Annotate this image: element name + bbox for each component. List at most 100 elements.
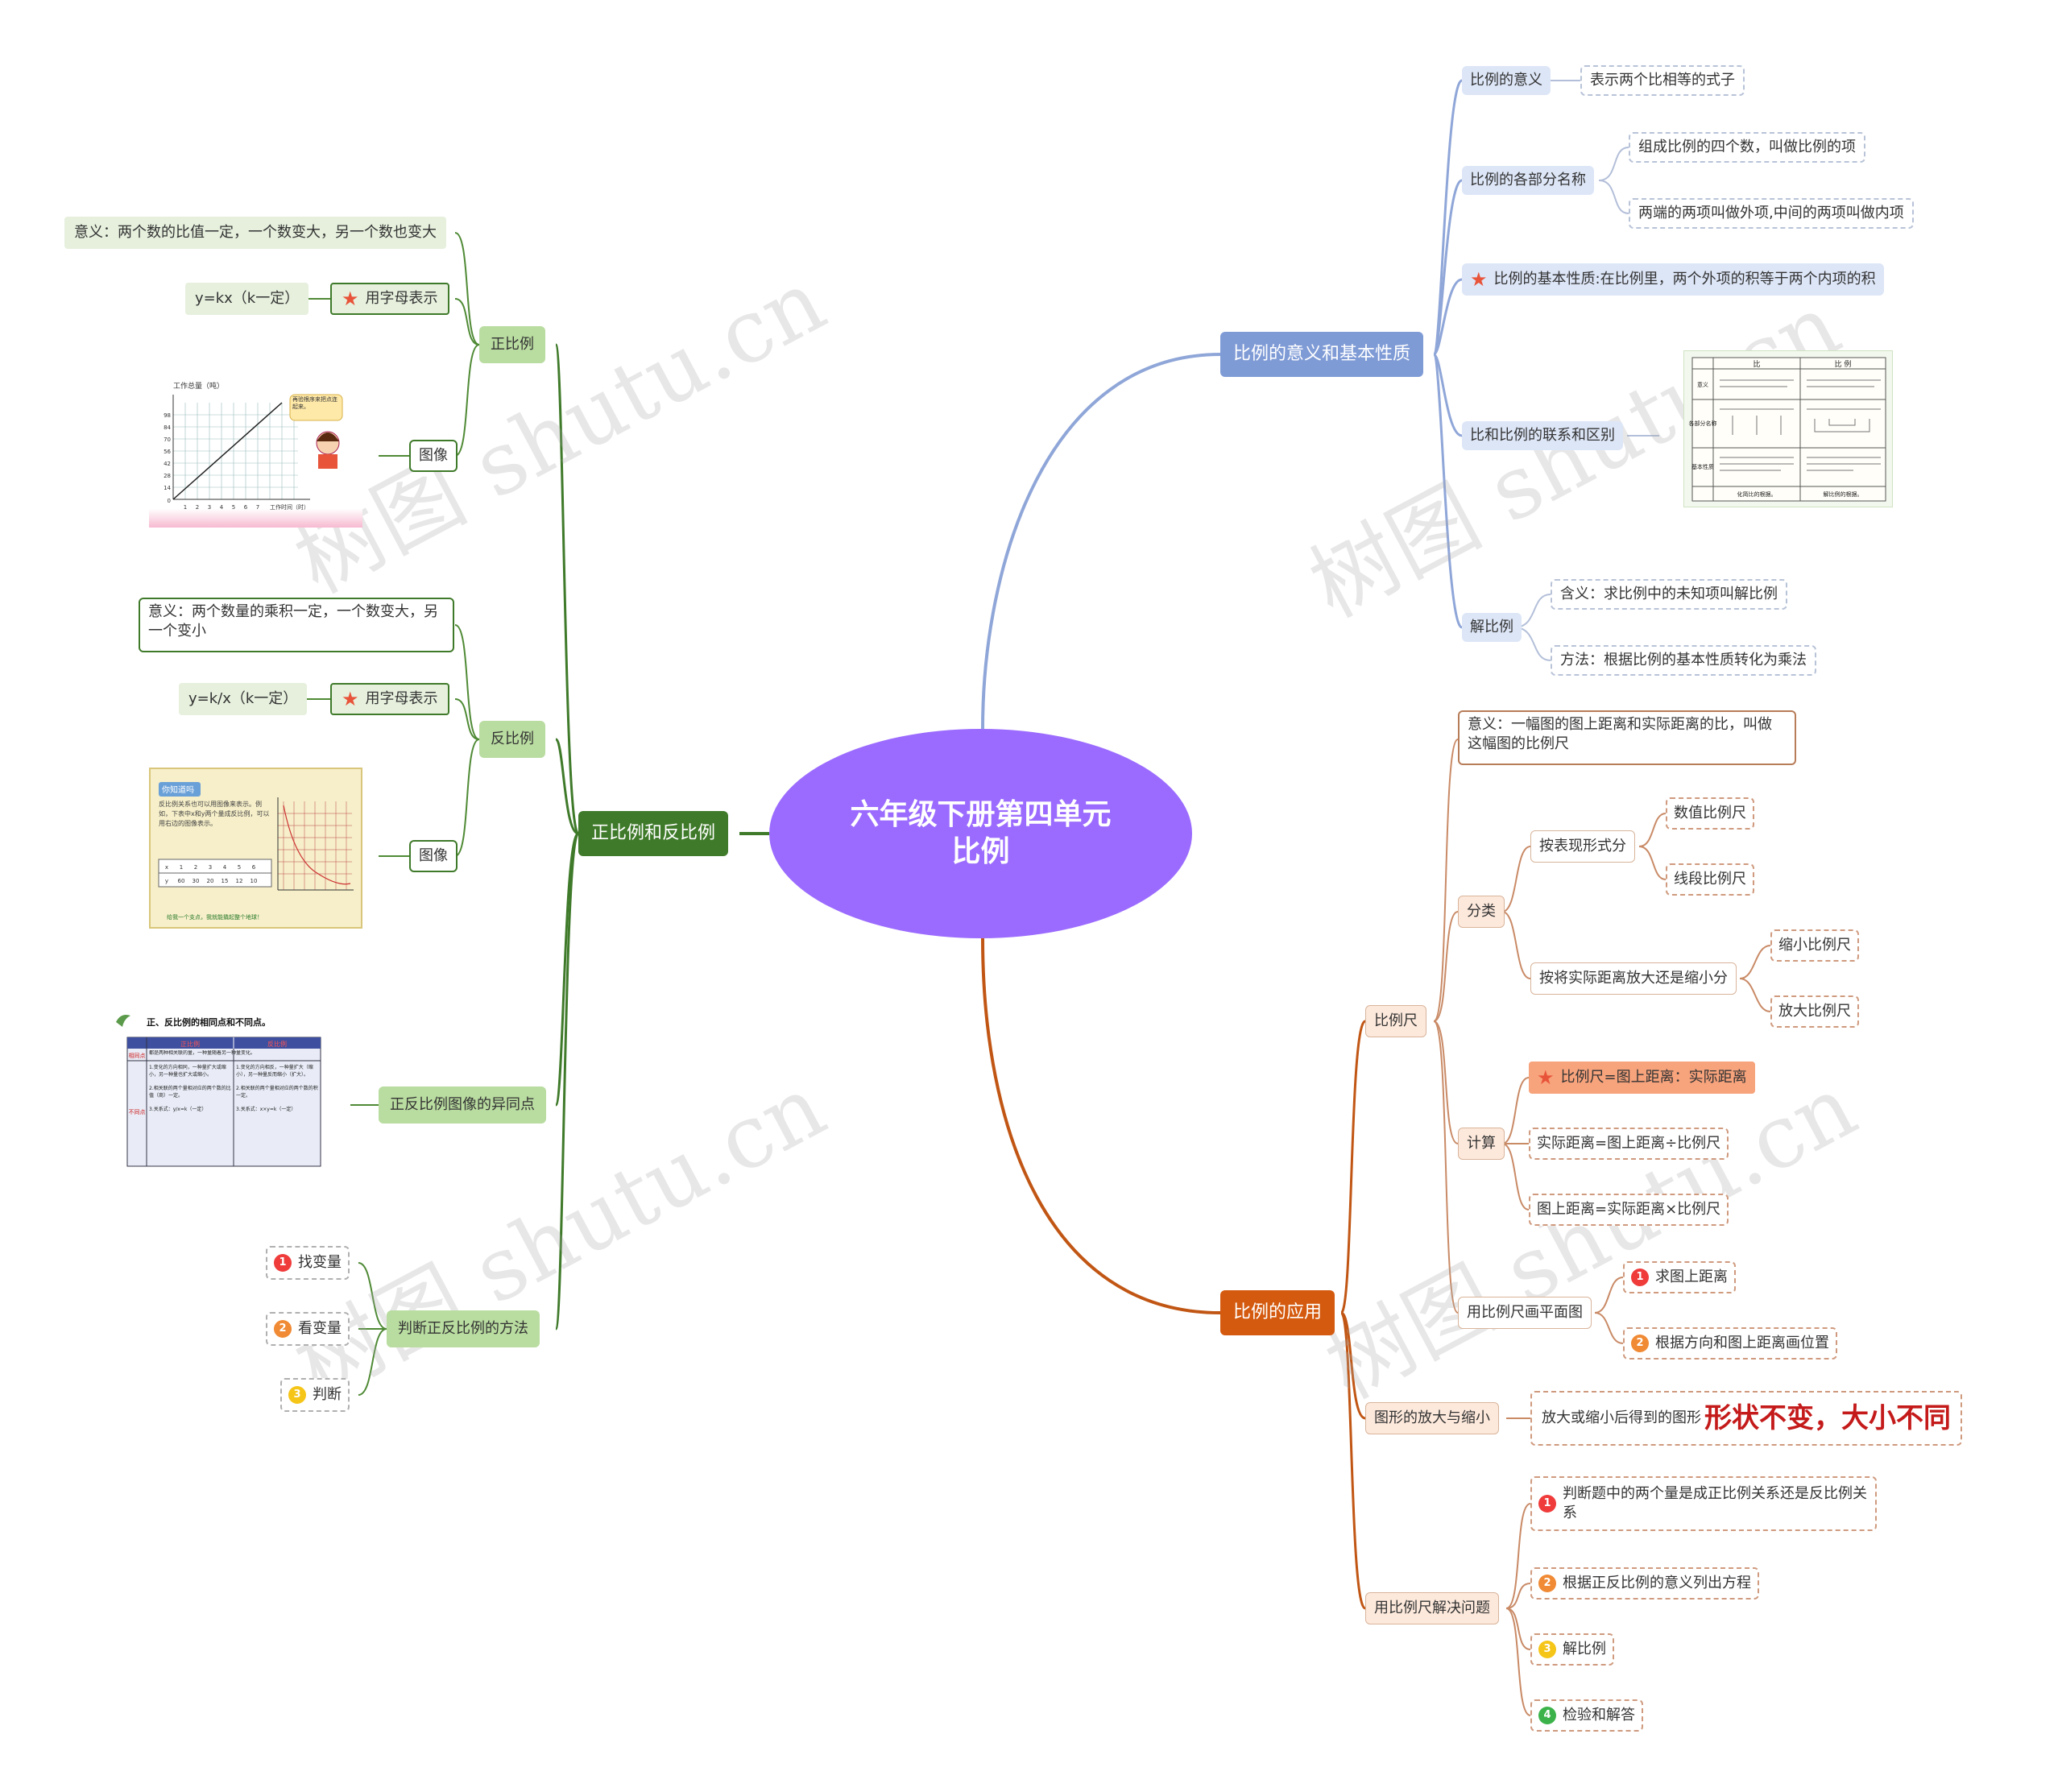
svg-text:5: 5 — [238, 864, 241, 871]
svg-text:反比例: 反比例 — [267, 1040, 287, 1048]
node-scale[interactable]: 比例尺 — [1365, 1005, 1426, 1037]
node-zoom-shapes[interactable]: 图形的放大与缩小 — [1365, 1402, 1499, 1434]
svg-text:1: 1 — [180, 864, 183, 871]
svg-text:比 例: 比 例 — [1835, 359, 1852, 369]
root-topic[interactable]: 六年级下册第四单元 比例 — [769, 729, 1192, 938]
node-judge-method[interactable]: 判断正反比例的方法 — [387, 1310, 540, 1347]
leaf-parts-terms[interactable]: 组成比例的四个数，叫做比例的项 — [1629, 132, 1865, 163]
svg-text:6: 6 — [244, 504, 248, 511]
svg-text:2: 2 — [196, 504, 199, 511]
leaf-shrink-scale[interactable]: 缩小比例尺 — [1770, 929, 1859, 962]
leaf-direct-meaning[interactable]: 意义：两个数的比值一定，一个数变大，另一个数也变大 — [64, 217, 446, 249]
svg-text:0: 0 — [168, 498, 171, 504]
svg-text:14: 14 — [164, 485, 171, 491]
node-inverse-proportion[interactable]: 反比例 — [479, 721, 545, 758]
link-root-orange — [981, 937, 1221, 1314]
svg-text:比: 比 — [1753, 359, 1760, 369]
node-proportion-meaning[interactable]: 比例的意义 — [1462, 66, 1551, 95]
leaf-line-scale[interactable]: 线段比例尺 — [1666, 863, 1754, 896]
leaf-solve-step-2[interactable]: 2 根据正反比例的意义列出方程 — [1530, 1567, 1759, 1600]
leaf-draw-step-2[interactable]: 2 根据方向和图上距离画位置 — [1623, 1327, 1837, 1360]
node-graph-similarities[interactable]: 正反比例图像的异同点 — [379, 1086, 546, 1124]
svg-text:30: 30 — [193, 878, 200, 884]
leaf-enlarge-scale[interactable]: 放大比例尺 — [1770, 995, 1859, 1028]
leaf-proportion-meaning[interactable]: 表示两个比相等的式子 — [1580, 65, 1745, 96]
svg-text:20: 20 — [207, 878, 214, 884]
node-ratio-vs-proportion[interactable]: 比和比例的联系和区别 — [1462, 421, 1623, 450]
svg-text:4: 4 — [223, 864, 227, 871]
svg-text:6: 6 — [252, 864, 256, 871]
svg-text:y: y — [165, 878, 168, 884]
leaf-actual-distance[interactable]: 实际距离=图上距离÷比例尺 — [1529, 1128, 1729, 1160]
svg-text:工作时间（时）: 工作时间（时） — [270, 503, 309, 511]
svg-text:7: 7 — [256, 504, 259, 511]
leaf-numeric-scale[interactable]: 数值比例尺 — [1666, 797, 1754, 830]
node-inverse-image[interactable]: 图像 — [409, 840, 458, 872]
svg-text:3: 3 — [209, 864, 212, 871]
node-calculate[interactable]: 计算 — [1458, 1128, 1505, 1160]
branch-direct-inverse[interactable]: 正比例和反比例 — [578, 811, 729, 856]
leaf-scale-meaning[interactable]: 意义：一幅图的图上距离和实际距离的比，叫做 这幅图的比例尺 — [1458, 710, 1796, 765]
node-draw-plan[interactable]: 用比例尺画平面图 — [1458, 1297, 1592, 1329]
root-title-line1: 六年级下册第四单元 — [850, 798, 1112, 831]
leaf-map-distance[interactable]: 图上距离=实际距离×比例尺 — [1529, 1194, 1729, 1226]
leaf-solve-step-4[interactable]: 4 检验和解答 — [1530, 1699, 1643, 1732]
number-3-icon: 3 — [1538, 1641, 1556, 1658]
node-by-form[interactable]: 按表现形式分 — [1530, 830, 1635, 863]
leaf-inverse-meaning[interactable]: 意义：两个数量的乘积一定，一个数变大，另 一个变小 — [139, 598, 454, 652]
compare-table-image: 正、反比例的相同点和不同点。 正比例 反比例 相同点 不同点 都是两种相关联的量… — [113, 1011, 326, 1172]
svg-text:工作总量（吨）: 工作总量（吨） — [173, 381, 224, 391]
svg-text:42: 42 — [164, 461, 171, 467]
svg-text:56: 56 — [164, 449, 171, 455]
svg-text:60: 60 — [178, 878, 185, 884]
node-direct-letter[interactable]: ★ 用字母表示 — [330, 283, 449, 315]
number-2-icon: 2 — [1538, 1575, 1556, 1592]
root-title-line2: 比例 — [951, 835, 1010, 868]
leaf-parts-inner-outer[interactable]: 两端的两项叫做外项,中间的两项叫做内项 — [1629, 198, 1914, 229]
svg-text:化简比的根据。: 化简比的根据。 — [1737, 490, 1777, 498]
svg-text:4: 4 — [220, 504, 224, 511]
svg-text:各部分名称: 各部分名称 — [1689, 420, 1717, 427]
node-solve-problems[interactable]: 用比例尺解决问题 — [1365, 1592, 1499, 1624]
node-inverse-letter[interactable]: ★ 用字母表示 — [330, 683, 449, 715]
svg-text:10: 10 — [251, 878, 258, 884]
comparison-table: 比 比 例 意义 各部分名称 基本性质 化简比的根据。 解比例的根据。 — [1689, 357, 1886, 502]
star-icon: ★ — [342, 288, 359, 310]
node-direct-image[interactable]: 图像 — [409, 440, 458, 472]
ratio-proportion-table-image: 比 比 例 意义 各部分名称 基本性质 化简比的根据。 解比例的根据。 — [1683, 350, 1893, 507]
link-root-blue — [981, 353, 1221, 730]
inverse-proportion-card-image: 你知道吗 反比例关系也可以用图像来表示。例如，下表中x和y两个量成反比例，可以用… — [149, 768, 362, 929]
svg-text:2: 2 — [194, 864, 197, 871]
node-direct-proportion[interactable]: 正比例 — [479, 326, 545, 363]
node-by-size[interactable]: 按将实际距离放大还是缩小分 — [1530, 962, 1737, 995]
branch-proportion-application[interactable]: 比例的应用 — [1220, 1290, 1335, 1335]
svg-text:28: 28 — [164, 473, 171, 479]
leaf-solve-step-1[interactable]: 1 判断题中的两个量是成正比例关系还是反比例关系 — [1530, 1476, 1877, 1531]
svg-text:给我一个支点，我就能撬起整个地球！: 给我一个支点，我就能撬起整个地球！ — [167, 913, 263, 921]
svg-text:不同点: 不同点 — [129, 1109, 146, 1115]
leaf-method-step-2[interactable]: 2 看变量 — [266, 1312, 350, 1346]
node-proportion-parts[interactable]: 比例的各部分名称 — [1462, 166, 1594, 195]
number-3-icon: 3 — [288, 1386, 306, 1404]
inverse-card: 你知道吗 反比例关系也可以用图像来表示。例如，下表中x和y两个量成反比例，可以用… — [158, 782, 354, 921]
svg-text:98: 98 — [164, 412, 171, 419]
leaf-method-step-3[interactable]: 3 判断 — [280, 1378, 350, 1412]
leaf-direct-formula[interactable]: y=kx（k一定） — [185, 283, 309, 315]
leaf-solve-method[interactable]: 方法：根据比例的基本性质转化为乘法 — [1551, 645, 1816, 676]
node-basic-property[interactable]: ★ 比例的基本性质:在比例里，两个外项的积等于两个内项的积 — [1462, 263, 1884, 296]
node-solve-proportion[interactable]: 解比例 — [1462, 613, 1522, 642]
node-classify[interactable]: 分类 — [1458, 896, 1505, 928]
leaf-inverse-formula[interactable]: y=k/x（k一定） — [179, 683, 308, 715]
leaf-zoom-result[interactable]: 放大或缩小后得到的图形 形状不变，大小不同 — [1530, 1391, 1962, 1446]
leaf-method-step-1[interactable]: 1 找变量 — [266, 1246, 350, 1280]
leaf-scale-formula[interactable]: ★ 比例尺=图上距离：实际距离 — [1529, 1062, 1755, 1094]
branch-proportion-meaning[interactable]: 比例的意义和基本性质 — [1220, 332, 1424, 377]
leaf-draw-step-1[interactable]: 1 求图上距离 — [1623, 1261, 1736, 1293]
svg-text:15: 15 — [222, 878, 229, 884]
svg-text:基本性质: 基本性质 — [1691, 463, 1714, 470]
leaf-solve-meaning[interactable]: 含义：求比例中的未知项叫解比例 — [1551, 579, 1787, 610]
leaf-solve-step-3[interactable]: 3 解比例 — [1530, 1633, 1614, 1666]
